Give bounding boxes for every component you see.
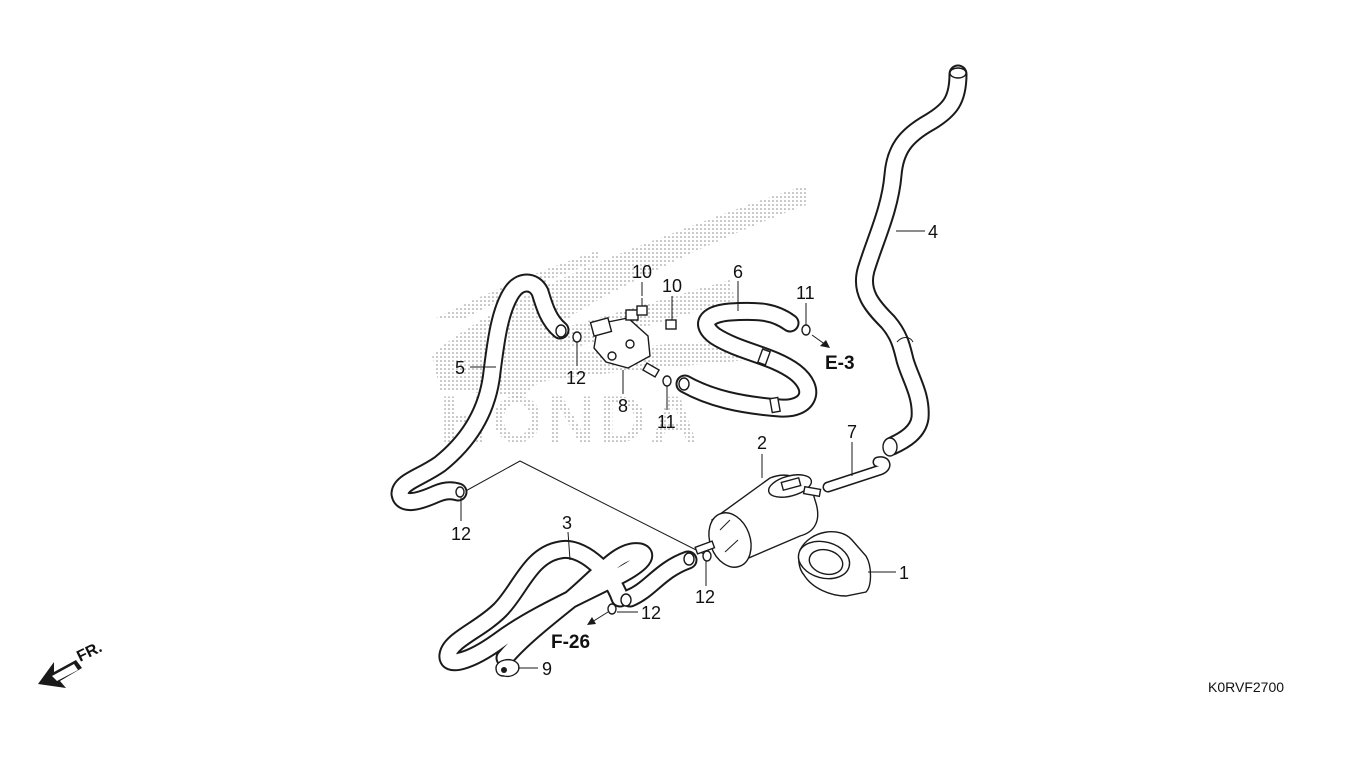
front-arrow-icon	[38, 660, 82, 688]
callout-12-d: 12	[641, 603, 661, 623]
callout-10-b: 10	[662, 276, 682, 296]
front-label: FR.	[74, 639, 105, 666]
clamp-part-12-d	[607, 603, 617, 615]
callout-12-b: 12	[451, 524, 471, 544]
callout-12-a: 12	[566, 368, 586, 388]
callout-2: 2	[757, 433, 767, 453]
callout-7: 7	[847, 422, 857, 442]
reference-e3: E-3	[825, 353, 855, 374]
clamp-part-11-b	[662, 375, 672, 387]
clamp-part-11-a	[801, 324, 811, 336]
callout-10-a: 10	[632, 262, 652, 282]
screw-part-10-b	[665, 319, 677, 330]
hose-part-3	[438, 539, 698, 672]
callout-4: 4	[928, 222, 938, 242]
callout-6: 6	[733, 262, 743, 282]
leader-v-line	[461, 460, 709, 557]
ref-arrow-f26	[587, 611, 609, 625]
callout-3: 3	[562, 513, 572, 533]
hose-part-5	[390, 273, 570, 511]
callout-5: 5	[455, 358, 465, 378]
canister-part-2	[694, 474, 822, 568]
hose-part-6	[675, 301, 818, 418]
leader-3	[567, 531, 571, 561]
callout-9: 9	[542, 659, 552, 679]
clamp-part-12-b	[455, 486, 465, 498]
callout-8: 8	[618, 396, 628, 416]
catalog-code: K0RVF2700	[1208, 679, 1284, 695]
callout-11-b: 11	[657, 412, 676, 432]
ref-arrow-e3	[811, 334, 830, 348]
screw-part-10-a	[636, 298, 648, 316]
holder-part-1	[797, 531, 872, 597]
reference-f26: F-26	[551, 632, 590, 653]
callout-11-a: 11	[796, 283, 815, 303]
callout-1: 1	[899, 563, 909, 583]
clamp-part-12-c	[702, 550, 712, 562]
tube-part-7	[822, 456, 891, 493]
clip-part-9	[495, 658, 520, 678]
clamp-part-12-a	[572, 331, 582, 343]
callout-12-c: 12	[695, 587, 715, 607]
valve-part-8	[589, 309, 661, 378]
hose-part-4	[855, 64, 968, 457]
